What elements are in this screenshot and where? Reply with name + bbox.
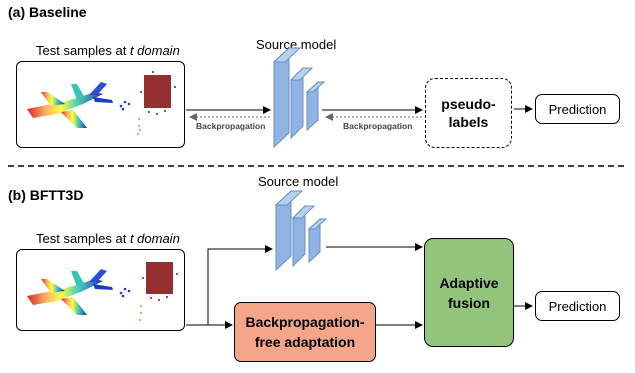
point-cloud-image <box>27 71 176 135</box>
test-samples-label-b-prefix: Test samples at <box>36 231 130 246</box>
source-model-label-bftt3d: Source model <box>258 174 339 189</box>
pseudo-labels-line2: labels <box>448 114 489 130</box>
fusion-line2: fusion <box>448 294 490 311</box>
backprop-label-left: Backpropagation <box>196 121 266 131</box>
pseudo-labels-box: pseudo- labels <box>425 78 512 148</box>
prediction-label-baseline: Prediction <box>548 101 607 117</box>
backprop-label-right: Backpropagation <box>343 121 413 131</box>
prediction-box-bftt3d: Prediction <box>535 291 620 321</box>
source-model-label-baseline: Source model <box>256 37 337 52</box>
test-samples-box <box>16 61 185 148</box>
section-title-bftt3d: (b) BFTT3D <box>8 187 84 203</box>
prediction-box-baseline: Prediction <box>535 94 620 124</box>
bpf-line1: Backpropagation- <box>245 314 365 330</box>
model-layer-1-b <box>274 189 304 272</box>
arrow-samples-to-model-b <box>186 245 273 326</box>
point-cloud-image-b <box>27 262 178 321</box>
model-layer-2 <box>289 66 314 140</box>
model-layer-3 <box>305 80 326 132</box>
backprop-free-adaptation-box: Backpropagation- free adaptation <box>234 302 376 362</box>
test-samples-label-prefix: Test samples at <box>36 43 130 58</box>
test-samples-box-b <box>16 249 185 331</box>
test-samples-label-b: Test samples at t domain <box>36 231 180 246</box>
model-layer-1 <box>272 46 302 149</box>
pseudo-labels-line1: pseudo- <box>441 96 496 112</box>
model-layer-2-b <box>291 204 316 268</box>
bpf-line2: free adaptation <box>254 334 356 350</box>
model-layer-3-b <box>307 217 328 264</box>
prediction-label-bftt3d: Prediction <box>548 298 607 314</box>
test-samples-label-domain: t domain <box>129 43 180 58</box>
section-title-baseline: (a) Baseline <box>8 4 87 20</box>
test-samples-label-b-domain: t domain <box>129 231 180 246</box>
fusion-line1: Adaptive <box>439 274 499 291</box>
adaptive-fusion-box: Adaptive fusion <box>424 238 514 347</box>
test-samples-label: Test samples at t domain <box>36 43 180 58</box>
